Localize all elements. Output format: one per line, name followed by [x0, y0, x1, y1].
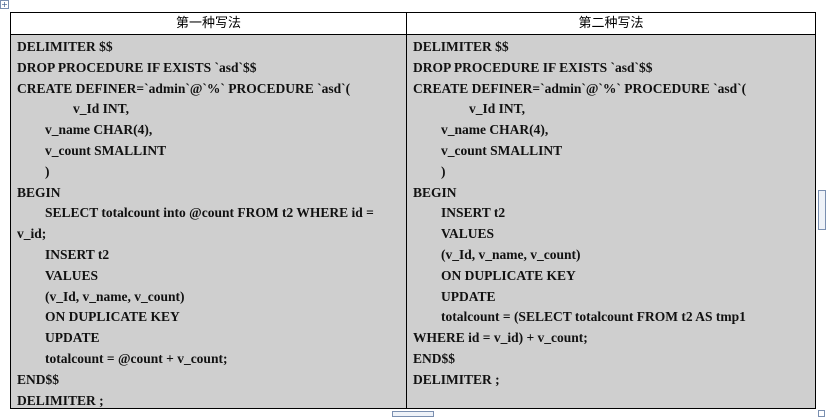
first-code-line: v_Id INT,	[73, 101, 130, 117]
code-block-first: DELIMITER $$ DROP PROCEDURE IF EXISTS `as…	[17, 37, 400, 411]
first-code-line: v_count SMALLINT	[45, 142, 167, 158]
second-code-line: VALUES	[441, 226, 495, 242]
first-code-line: SELECT totalcount into @count FROM t2 WH…	[45, 205, 374, 221]
table-resize-corner[interactable]	[818, 410, 825, 417]
first-code-line: INSERT t2	[45, 246, 110, 262]
second-code-line: v_name CHAR(4),	[441, 122, 549, 138]
second-code-line: v_count SMALLINT	[441, 142, 563, 158]
first-code-line: v_id;	[17, 226, 47, 242]
first-code-line: END$$	[17, 371, 60, 387]
first-code-line: BEGIN	[17, 184, 61, 200]
second-code-line: totalcount = (SELECT totalcount FROM t2 …	[441, 309, 746, 325]
second-code-line: WHERE id = v_id) + v_count;	[413, 330, 588, 346]
second-code-line: DELIMITER ;	[413, 371, 500, 387]
second-code-line: )	[441, 163, 446, 179]
cell-first-method[interactable]: DELIMITER $$ DROP PROCEDURE IF EXISTS `as…	[11, 35, 407, 408]
first-code-line: DELIMITER $$	[17, 39, 113, 54]
cell-second-method[interactable]: DELIMITER $$ DROP PROCEDURE IF EXISTS `as…	[407, 35, 815, 408]
first-code-line: ON DUPLICATE KEY	[45, 309, 180, 325]
second-code-line: ON DUPLICATE KEY	[441, 267, 576, 283]
column-resize-handle[interactable]	[818, 190, 826, 230]
first-code-line: VALUES	[45, 267, 99, 283]
header-first-method: 第一种写法	[11, 13, 407, 35]
second-code-line: DROP PROCEDURE IF EXISTS `asd`$$	[413, 59, 653, 75]
first-code-line: DELIMITER ;	[17, 392, 104, 408]
second-code-line: DELIMITER $$	[413, 39, 509, 54]
first-code-line: (v_Id, v_name, v_count)	[45, 288, 185, 304]
first-code-line: CREATE DEFINER=`admin`@`%` PROCEDURE `as…	[17, 80, 351, 96]
first-code-line: v_name CHAR(4),	[45, 122, 153, 138]
second-code-line: INSERT t2	[441, 205, 506, 221]
second-code-line: (v_Id, v_name, v_count)	[441, 246, 581, 262]
row-resize-handle[interactable]	[392, 411, 434, 417]
second-code-line: END$$	[413, 350, 456, 366]
second-code-line: CREATE DEFINER=`admin`@`%` PROCEDURE `as…	[413, 80, 747, 96]
second-code-line: v_Id INT,	[469, 101, 526, 117]
second-code-line: UPDATE	[441, 288, 496, 304]
first-code-line: UPDATE	[45, 330, 100, 346]
first-code-line: )	[45, 163, 50, 179]
comparison-table: 第一种写法 第二种写法 DELIMITER $$ DROP PROCEDURE I…	[10, 12, 816, 409]
first-code-line: DROP PROCEDURE IF EXISTS `asd`$$	[17, 59, 257, 75]
second-code-line: BEGIN	[413, 184, 457, 200]
header-second-method: 第二种写法	[407, 13, 815, 35]
table-move-handle-icon[interactable]: +	[0, 0, 9, 9]
code-block-second: DELIMITER $$ DROP PROCEDURE IF EXISTS `as…	[413, 37, 809, 391]
first-code-line: totalcount = @count + v_count;	[45, 350, 228, 366]
